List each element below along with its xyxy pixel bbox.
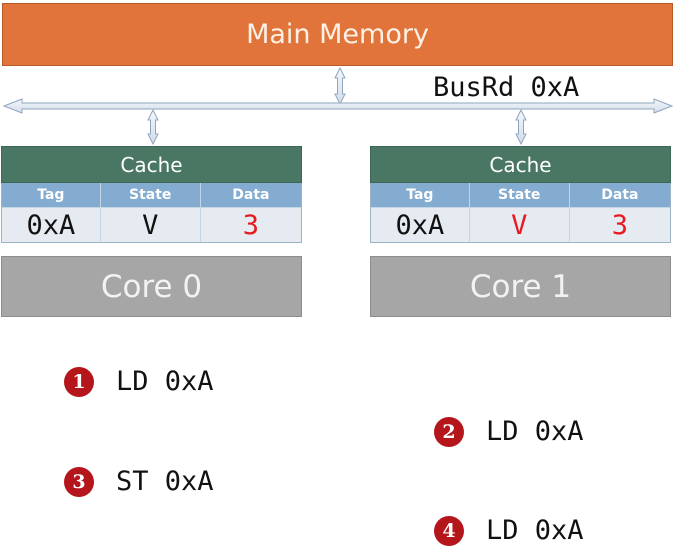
main-memory: Main Memory: [2, 3, 673, 66]
step-instruction: ST 0xA: [116, 466, 214, 497]
memory-bus-connector: [334, 66, 346, 106]
cache-tag-value: 0xA: [371, 208, 470, 242]
bus-transaction-label: BusRd 0xA: [433, 72, 580, 103]
cache-header-data: Data: [200, 183, 301, 208]
main-memory-label: Main Memory: [246, 19, 429, 50]
core-1: Core 1: [370, 256, 671, 317]
core-label: Core 0: [100, 268, 203, 305]
core-0: Core 0: [1, 256, 302, 317]
cache-header-data: Data: [569, 183, 670, 208]
cache-core1: Cache Tag State Data 0xA V 3: [370, 146, 671, 243]
step-instruction: LD 0xA: [116, 366, 214, 397]
cache-header-state: State: [100, 183, 201, 208]
step-1: 1 LD 0xA: [64, 366, 214, 397]
step-2: 2 LD 0xA: [434, 416, 584, 447]
cache-data-value: 3: [569, 208, 670, 242]
cache-title: Cache: [1, 146, 302, 183]
step-instruction: LD 0xA: [486, 515, 584, 546]
cache-table: Tag State Data 0xA V 3: [1, 183, 302, 243]
cache-data-value: 3: [200, 208, 301, 242]
step-number-badge: 2: [434, 416, 464, 447]
step-number-badge: 4: [434, 515, 464, 546]
cache-header-tag: Tag: [371, 183, 470, 208]
cache-core0: Cache Tag State Data 0xA V 3: [1, 146, 302, 243]
step-number-badge: 3: [64, 466, 94, 497]
bus-cache1-connector: [515, 108, 527, 146]
cache-tag-value: 0xA: [2, 208, 101, 242]
cache-state-value: V: [469, 208, 570, 242]
cache-header-state: State: [469, 183, 570, 208]
cache-title: Cache: [370, 146, 671, 183]
system-bus: [2, 66, 674, 146]
bus-line: [2, 98, 674, 114]
cache-state-value: V: [100, 208, 201, 242]
step-3: 3 ST 0xA: [64, 466, 214, 497]
cache-header-tag: Tag: [2, 183, 101, 208]
step-instruction: LD 0xA: [486, 416, 584, 447]
step-4: 4 LD 0xA: [434, 515, 584, 546]
cache-table: Tag State Data 0xA V 3: [370, 183, 671, 243]
step-number-badge: 1: [64, 366, 94, 397]
core-label: Core 1: [469, 268, 572, 305]
bus-cache0-connector: [147, 108, 159, 146]
